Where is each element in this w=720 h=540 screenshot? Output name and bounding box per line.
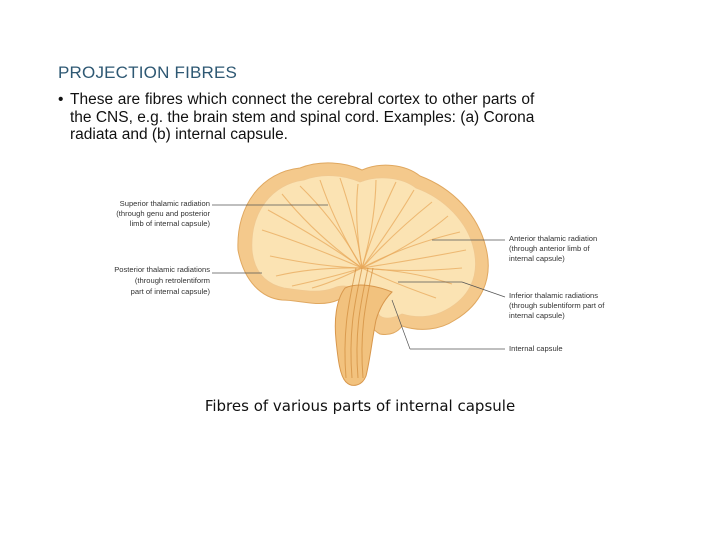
fibre-strand (281, 193, 363, 269)
fibre-strand (361, 267, 453, 285)
fibre-strand (311, 267, 363, 289)
figure-caption: Fibres of various parts of internal caps… (204, 397, 516, 415)
label-posterior-line-1: Posterior thalamic radiations (114, 265, 210, 274)
fibre-strand (291, 267, 363, 287)
label-internal-line-1: Internal capsule (509, 344, 563, 353)
label-superior-line-1: Superior thalamic radiation (120, 199, 210, 208)
label-posterior-line-3: part of internal capsule) (131, 287, 211, 296)
descending-fibre (344, 267, 357, 379)
bullet-text: These are fibres which connect the cereb… (70, 91, 534, 144)
slide-title: PROJECTION FIBRES (58, 63, 238, 82)
label-anterior-thalamic: Anterior thalamic radiation (through ant… (509, 234, 597, 263)
projection-fibres (261, 177, 467, 379)
bullet-mark: • (58, 91, 64, 108)
label-anterior-line-3: internal capsule) (509, 254, 565, 263)
fibre-strand (275, 267, 363, 277)
fibre-strand (261, 229, 363, 269)
label-superior-line-2: (through genu and posterior (116, 209, 210, 218)
label-inferior-thalamic: Inferior thalamic radiations (through su… (509, 291, 605, 320)
bullet-line-1: These are fibres which connect the cereb… (70, 91, 535, 108)
label-internal-capsule: Internal capsule (509, 344, 563, 353)
fibre-strand (361, 215, 449, 269)
label-inferior-line-3: internal capsule) (509, 311, 565, 320)
label-posterior-thalamic: Posterior thalamic radiations (through r… (114, 265, 210, 296)
label-anterior-line-2: (through anterior limb of (509, 244, 591, 253)
fibre-strand (361, 201, 433, 269)
brain-stem-shape (334, 284, 393, 386)
fibre-strand (361, 181, 397, 269)
fibre-strand (356, 183, 363, 269)
descending-fibre (350, 267, 363, 379)
descending-fibre (356, 267, 369, 379)
leader-internal-a (391, 299, 411, 350)
label-superior-thalamic: Superior thalamic radiation (through gen… (116, 199, 210, 228)
label-inferior-line-2: (through sublentiform part of (509, 301, 605, 310)
fibre-strand (361, 189, 415, 269)
fibre-strand (361, 249, 467, 269)
bullet-line-2: the CNS, e.g. the brain stem and spinal … (70, 108, 535, 126)
leader-inferior-b (461, 281, 506, 298)
label-posterior-line-2: (through retrolentiform (135, 276, 210, 285)
leader-lines (212, 204, 506, 350)
label-superior-line-3: limb of internal capsule) (130, 219, 211, 228)
bullet-line-3: radiata and (b) internal capsule. (70, 126, 288, 143)
descending-fibre (361, 267, 374, 379)
fibre-strand (361, 231, 461, 269)
label-anterior-line-1: Anterior thalamic radiation (509, 234, 597, 243)
fibre-strand (319, 179, 363, 269)
bullet-paragraph: • These are fibres which connect the cer… (58, 91, 658, 144)
label-inferior-line-1: Inferior thalamic radiations (509, 291, 598, 300)
